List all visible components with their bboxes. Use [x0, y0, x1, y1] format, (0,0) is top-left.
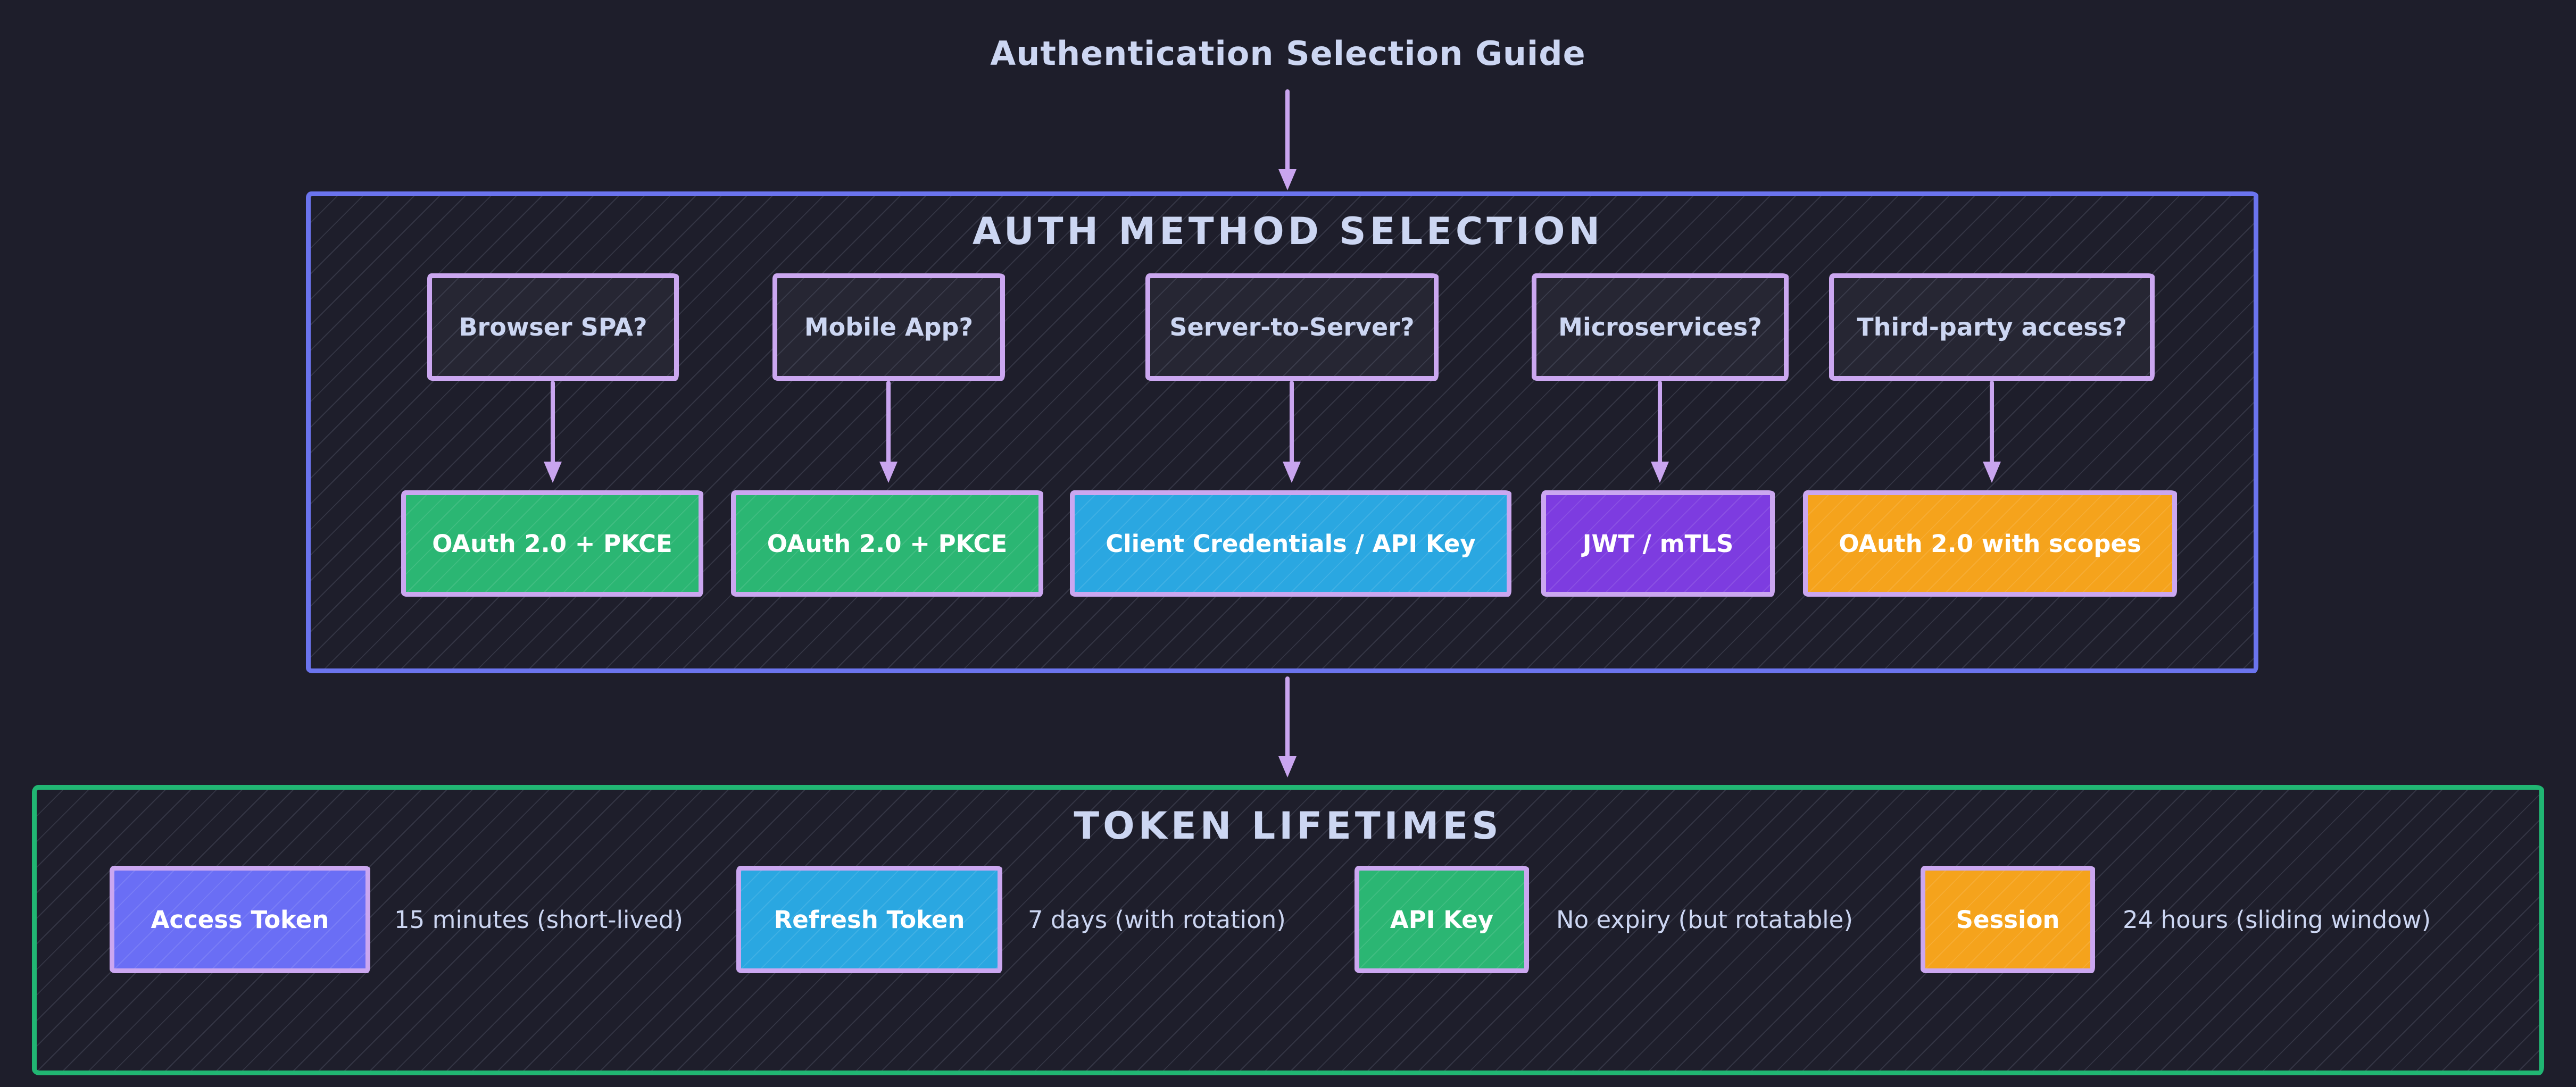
- question-box-server-to-server: Server-to-Server?: [1145, 273, 1439, 381]
- token-label: Refresh Token: [774, 905, 965, 934]
- connector-line: [551, 381, 555, 465]
- question-box-third-party: Third-party access?: [1829, 273, 2155, 381]
- token-label: Session: [1956, 905, 2060, 934]
- answer-label: JWT / mTLS: [1582, 529, 1734, 558]
- question-label: Microservices?: [1558, 313, 1762, 341]
- question-box-mobile-app: Mobile App?: [772, 273, 1005, 381]
- connector-line-auth-to-lifetimes: [1285, 676, 1290, 759]
- auth-section-header: AUTH METHOD SELECTION: [972, 210, 1604, 253]
- question-label: Third-party access?: [1857, 313, 2127, 341]
- token-chip-session: Session: [1921, 866, 2095, 973]
- connector-line: [886, 381, 891, 465]
- answer-label: OAuth 2.0 + PKCE: [767, 529, 1008, 558]
- question-label: Server-to-Server?: [1169, 313, 1415, 341]
- connector-line: [1990, 381, 1994, 465]
- token-chip-access-token: Access Token: [110, 866, 370, 973]
- answer-label: OAuth 2.0 + PKCE: [432, 529, 672, 558]
- question-box-browser-spa: Browser SPA?: [427, 273, 679, 381]
- lifetimes-section-header: TOKEN LIFETIMES: [1074, 804, 1502, 848]
- answer-box-oauth-pkce-spa: OAuth 2.0 + PKCE: [401, 490, 703, 597]
- lifetime-text-api-key: No expiry (but rotatable): [1556, 905, 1853, 934]
- question-box-microservices: Microservices?: [1532, 273, 1789, 381]
- page-title: Authentication Selection Guide: [990, 34, 1586, 73]
- arrow-down-icon: [879, 462, 898, 483]
- answer-box-jwt-mtls: JWT / mTLS: [1541, 490, 1775, 597]
- question-label: Browser SPA?: [459, 313, 647, 341]
- answer-label: OAuth 2.0 with scopes: [1839, 529, 2141, 558]
- lifetime-text-access-token: 15 minutes (short-lived): [394, 905, 683, 934]
- connector-line: [1658, 381, 1662, 465]
- arrow-down-icon: [1278, 756, 1297, 777]
- arrow-down-icon: [544, 462, 562, 483]
- token-label: Access Token: [151, 905, 329, 934]
- token-lifetimes-box: [32, 785, 2544, 1075]
- question-label: Mobile App?: [804, 313, 974, 341]
- answer-box-oauth-pkce-mobile: OAuth 2.0 + PKCE: [731, 490, 1043, 597]
- answer-box-oauth-scopes: OAuth 2.0 with scopes: [1803, 490, 2177, 597]
- token-label: API Key: [1390, 905, 1494, 934]
- auth-method-selection-box: [306, 191, 2258, 673]
- answer-box-client-credentials: Client Credentials / API Key: [1070, 490, 1511, 597]
- token-chip-api-key: API Key: [1355, 866, 1529, 973]
- connector-line: [1290, 381, 1294, 465]
- arrow-down-icon: [1651, 462, 1669, 483]
- arrow-down-icon: [1278, 169, 1297, 190]
- answer-label: Client Credentials / API Key: [1106, 529, 1476, 558]
- token-chip-refresh-token: Refresh Token: [736, 866, 1002, 973]
- connector-line-title-to-auth: [1285, 89, 1290, 172]
- arrow-down-icon: [1983, 462, 2001, 483]
- lifetime-text-refresh-token: 7 days (with rotation): [1028, 905, 1286, 934]
- arrow-down-icon: [1283, 462, 1301, 483]
- lifetime-text-session: 24 hours (sliding window): [2123, 905, 2431, 934]
